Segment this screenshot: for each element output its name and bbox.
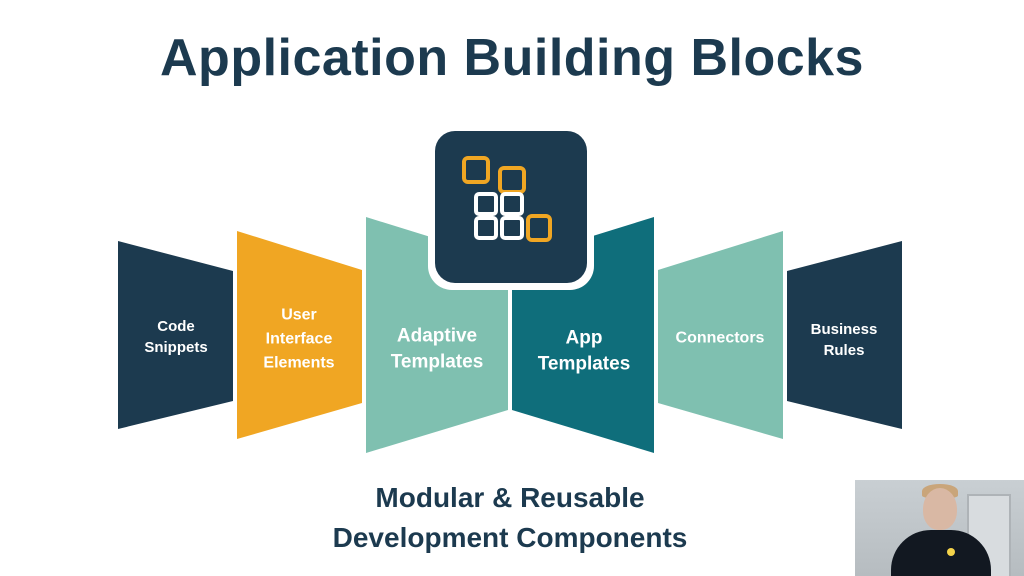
panel-label-line: Snippets — [144, 339, 207, 356]
presenter-webcam — [855, 480, 1024, 576]
webcam-badge — [947, 548, 955, 556]
panel-label-line: Connectors — [676, 330, 765, 347]
caption-line-2: Development Components — [332, 522, 688, 553]
panel-code-snippets — [118, 241, 233, 429]
panel-label-connectors: Connectors — [676, 330, 765, 347]
panel-label-line: Business — [811, 321, 878, 338]
panel-label-line: Templates — [391, 352, 484, 373]
panel-business-rules — [787, 241, 902, 429]
panel-label-line: Code — [157, 318, 195, 335]
caption-line-1: Modular & Reusable — [375, 482, 645, 513]
webcam-presenter-body — [891, 530, 991, 576]
panel-label-line: Elements — [263, 355, 334, 372]
webcam-presenter-head — [923, 488, 957, 530]
panel-label-line: Adaptive — [397, 326, 477, 347]
panel-connectors — [658, 231, 783, 439]
panel-label-line: App — [566, 328, 603, 349]
panel-label-line: Rules — [824, 342, 865, 359]
slide-title: Application Building Blocks — [160, 29, 864, 87]
panel-user-interface-elements — [237, 231, 362, 439]
panel-label-line: User — [281, 307, 317, 324]
panel-label-line: Interface — [266, 331, 333, 348]
panel-label-line: Templates — [538, 354, 631, 375]
building-blocks-icon — [428, 124, 594, 290]
